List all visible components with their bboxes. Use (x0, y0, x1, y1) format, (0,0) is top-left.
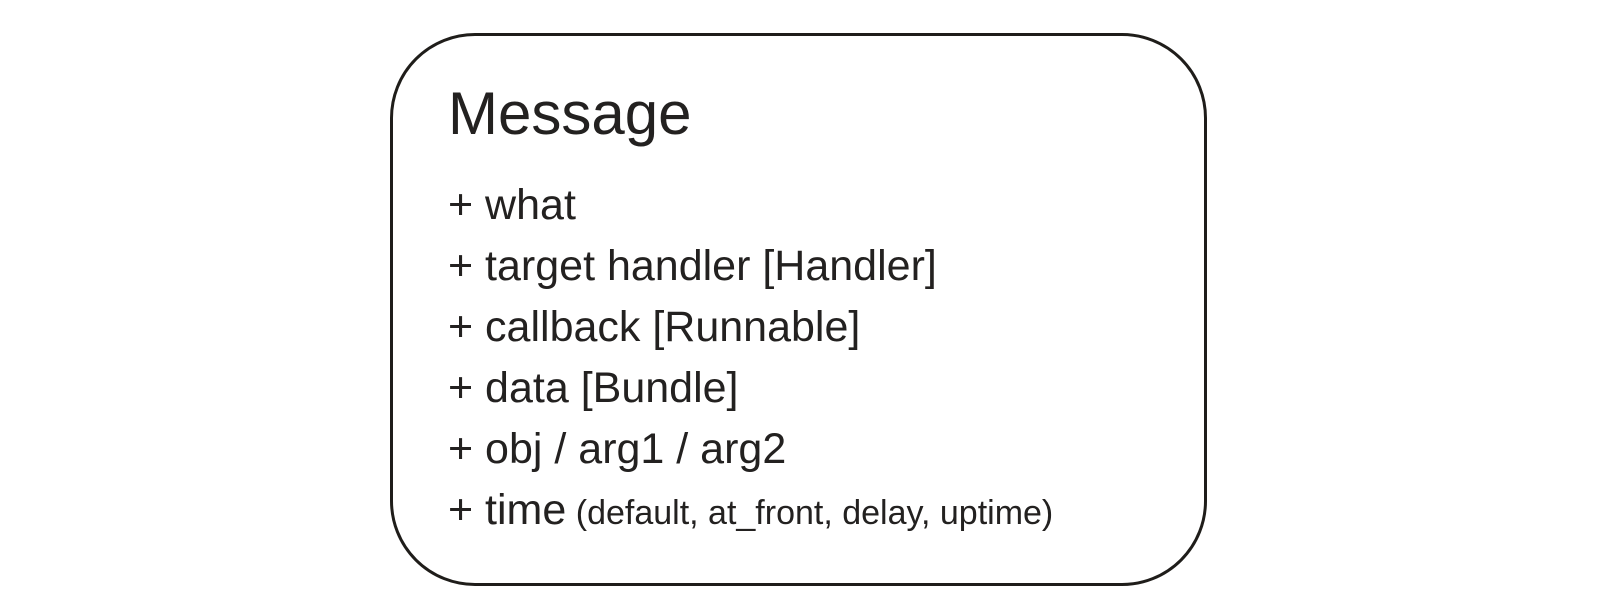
message-class-box: Message + what + target handler [Handler… (390, 33, 1207, 586)
attribute-text: + callback [Runnable] (448, 303, 861, 351)
attribute-note: (default, at_front, delay, uptime) (566, 494, 1054, 532)
attribute-target-handler: + target handler [Handler] (448, 237, 1164, 298)
attribute-text: + data [Bundle] (448, 364, 739, 412)
attribute-data: + data [Bundle] (448, 359, 1164, 420)
attribute-text: + target handler [Handler] (448, 242, 937, 290)
attribute-time: + time (default, at_front, delay, uptime… (448, 481, 1164, 542)
attribute-text: + time (448, 486, 567, 534)
attribute-text: + what (448, 181, 576, 229)
attribute-text: + obj / arg1 / arg2 (448, 425, 787, 473)
attribute-what: + what (448, 176, 1164, 237)
attribute-callback: + callback [Runnable] (448, 298, 1164, 359)
attribute-obj-args: + obj / arg1 / arg2 (448, 420, 1164, 481)
attribute-list: + what + target handler [Handler] + call… (448, 176, 1164, 542)
class-title: Message (448, 80, 692, 147)
